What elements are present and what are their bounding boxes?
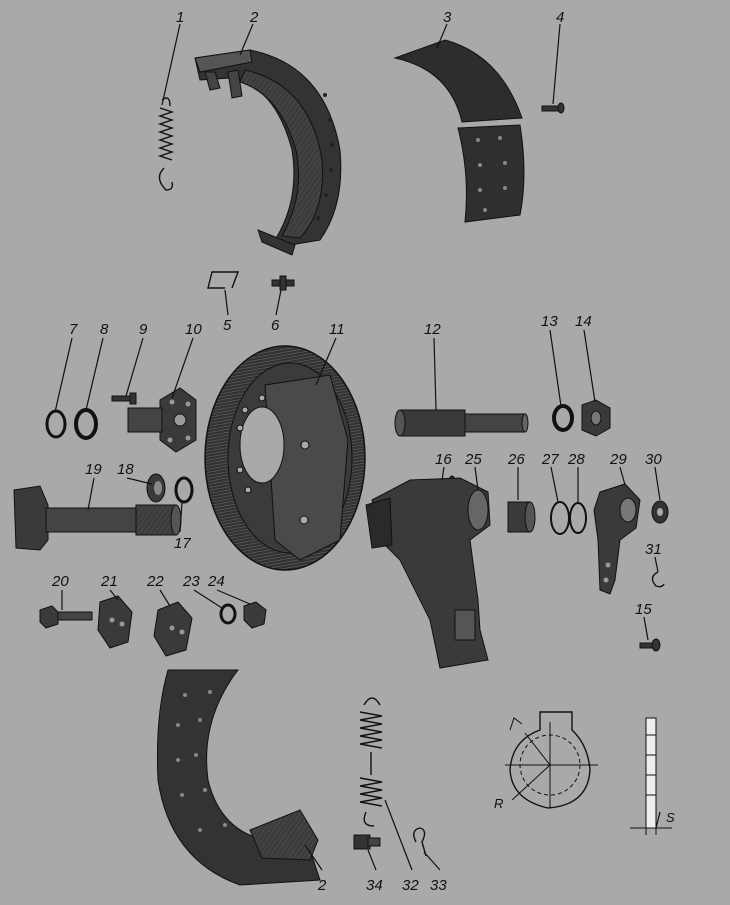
part-18-seal — [146, 473, 166, 503]
part-31-retaining-clip — [651, 571, 665, 588]
label-4: 4 — [556, 9, 564, 26]
label-32: 32 — [402, 877, 419, 894]
part-2-brake-shoe-top — [194, 49, 342, 256]
label-24: 24 — [207, 573, 225, 590]
label-30: 30 — [645, 451, 662, 468]
part-32-spring — [359, 697, 383, 827]
part-3-lining — [393, 39, 525, 223]
part-30-washer — [651, 500, 669, 524]
part-15-screw — [639, 638, 661, 652]
label-25: 25 — [464, 451, 482, 468]
label-17: 17 — [174, 535, 191, 552]
label-radius-r: R — [494, 796, 503, 811]
part-24-nut — [243, 601, 267, 629]
part-34-grease-fitting — [353, 834, 381, 850]
part-6-pin — [271, 275, 295, 291]
label-16: 16 — [435, 451, 452, 468]
part-22-plate — [153, 601, 193, 657]
part-14-nut — [581, 399, 611, 437]
part-19-camshaft — [13, 485, 182, 551]
label-6: 6 — [271, 317, 280, 334]
part-5-clip — [207, 271, 240, 289]
label-28: 28 — [567, 451, 585, 468]
part-33-cotter-pin — [413, 827, 427, 857]
label-23: 23 — [182, 573, 200, 590]
part-23-washer — [219, 603, 237, 625]
label-20: 20 — [51, 573, 69, 590]
part-7-snap-ring — [45, 409, 67, 439]
part-13-lock-washer — [552, 404, 574, 432]
label-22: 22 — [146, 573, 164, 590]
part-11-backing-plate — [204, 345, 366, 571]
label-15: 15 — [635, 601, 652, 618]
part-26-bushing — [507, 501, 536, 533]
part-4-rivet — [541, 102, 565, 114]
part-1-return-spring — [157, 97, 175, 191]
thickness-detail — [630, 717, 672, 835]
part-9-bolt — [111, 392, 137, 405]
label-19: 19 — [85, 461, 102, 478]
label-14: 14 — [575, 313, 592, 330]
part-17-ring — [174, 476, 194, 504]
label-11: 11 — [329, 321, 345, 338]
label-18: 18 — [117, 461, 134, 478]
part-labels: 1 2 3 4 5 6 7 8 9 10 11 12 13 14 15 16 1… — [51, 9, 675, 894]
cam-profile-detail — [505, 711, 598, 809]
label-3: 3 — [443, 9, 452, 26]
label-31: 31 — [645, 541, 662, 558]
part-21-plate — [97, 595, 133, 649]
label-21: 21 — [100, 573, 118, 590]
label-27: 27 — [541, 451, 559, 468]
part-8-washer — [74, 408, 98, 440]
label-13: 13 — [541, 313, 558, 330]
label-33: 33 — [430, 877, 447, 894]
part-20-bolt — [39, 605, 93, 629]
part-10-bracket — [127, 387, 197, 453]
label-8: 8 — [100, 321, 109, 338]
part-25-camshaft-bracket — [365, 477, 491, 669]
part-28-ring — [569, 502, 587, 534]
label-10: 10 — [185, 321, 202, 338]
part-29-adjuster-lever — [593, 483, 641, 595]
label-2-bottom: 2 — [317, 877, 327, 894]
label-26: 26 — [507, 451, 525, 468]
label-1: 1 — [176, 9, 184, 26]
part-27-ring — [550, 501, 570, 535]
label-thickness-s: S — [666, 810, 675, 825]
label-9: 9 — [139, 321, 148, 338]
label-5: 5 — [223, 317, 232, 334]
part-2-brake-shoe-bottom — [156, 669, 321, 886]
label-12: 12 — [424, 321, 441, 338]
label-29: 29 — [609, 451, 627, 468]
label-2-top: 2 — [249, 9, 259, 26]
label-34: 34 — [366, 877, 383, 894]
part-12-shaft — [394, 409, 529, 437]
label-7: 7 — [69, 321, 78, 338]
leader-lines — [54, 23, 661, 871]
